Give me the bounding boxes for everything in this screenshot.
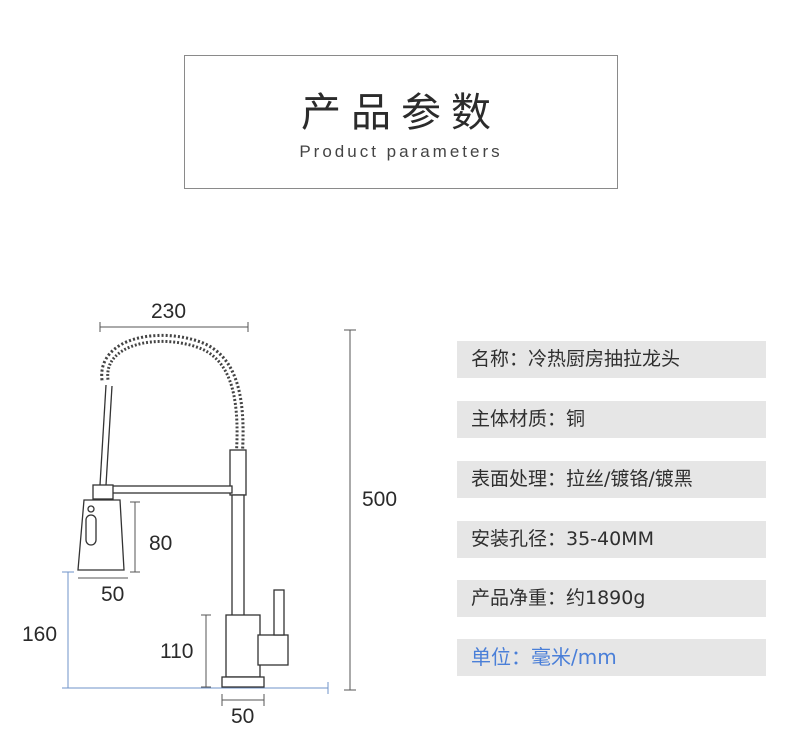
- param-unit: 单位：毫米/mm: [457, 639, 766, 676]
- param-hole-size: 安装孔径：35-40MM: [457, 521, 766, 558]
- param-material: 主体材质：铜: [457, 401, 766, 438]
- dimension-lines: [78, 322, 356, 706]
- page-title: 产品参数: [301, 90, 501, 136]
- faucet-diagram: 230 500 80 50 160 110 50: [0, 290, 440, 737]
- dim-spout-height: 160: [22, 623, 58, 646]
- dim-base-height: 110: [160, 640, 194, 663]
- dim-base-width: 50: [231, 705, 255, 728]
- param-finish: 表面处理：拉丝/镀铬/镀黑: [457, 461, 766, 498]
- title-box: 产品参数 Product parameters: [184, 55, 618, 189]
- dim-sprayer-height: 80: [149, 532, 173, 555]
- param-name: 名称：冷热厨房抽拉龙头: [457, 341, 766, 378]
- dim-height-total: 500: [362, 488, 398, 511]
- dim-width-top: 230: [151, 300, 187, 323]
- dim-sprayer-width: 50: [101, 583, 125, 606]
- faucet-body: [77, 334, 289, 688]
- param-weight: 产品净重：约1890g: [457, 580, 766, 617]
- page-subtitle: Product parameters: [299, 142, 503, 161]
- spout-height-lines: [62, 571, 329, 694]
- faucet-drawing: [62, 322, 356, 706]
